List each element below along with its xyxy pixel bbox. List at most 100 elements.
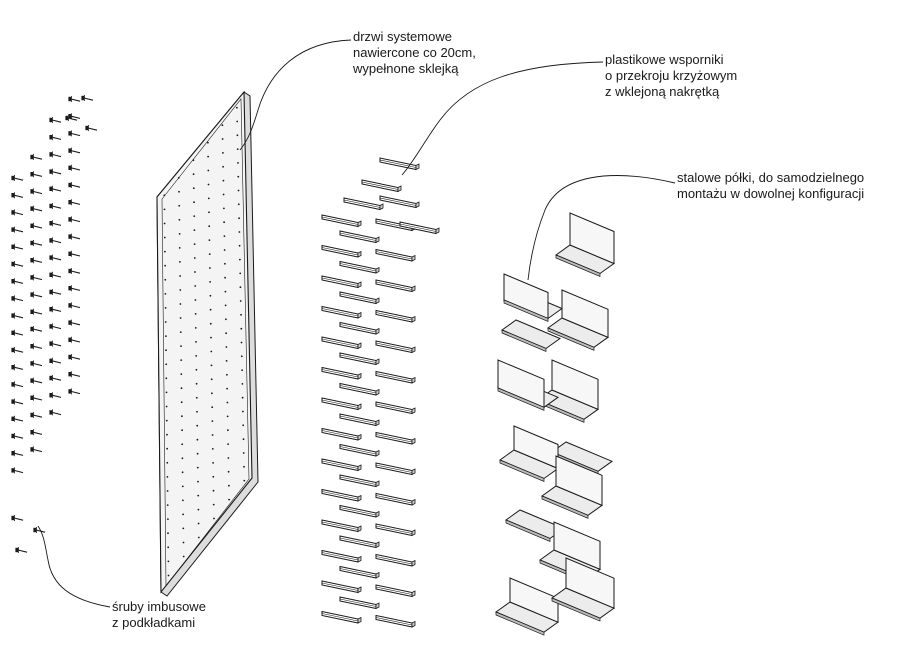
- door-hole: [194, 327, 197, 329]
- door-hole: [178, 247, 181, 249]
- shelf-icon: [498, 425, 560, 483]
- door-hole: [226, 373, 228, 376]
- label-doors: drzwi systemowe nawiercone co 20cm, wype…: [353, 29, 476, 77]
- door-hole: [207, 155, 210, 158]
- door-hole: [193, 201, 195, 204]
- shelf-icon: [496, 359, 560, 411]
- door-hole: [225, 360, 228, 362]
- door-hole: [164, 307, 167, 309]
- screw-icon: [30, 291, 43, 298]
- screw-icon: [30, 326, 43, 332]
- door-hole: [164, 264, 167, 267]
- screw-icon: [30, 205, 43, 212]
- label-doors-line-3: wypełnone sklejką: [353, 61, 459, 76]
- bracket-icon: [379, 195, 420, 209]
- door-hole: [177, 176, 180, 179]
- bracket-icon: [321, 427, 362, 441]
- bracket-icon: [339, 291, 380, 305]
- bracket-icon: [339, 565, 380, 579]
- door-hole: [182, 513, 185, 516]
- door-hole: [243, 479, 246, 482]
- bracket-icon: [321, 610, 362, 624]
- shelf-icon: [502, 273, 564, 323]
- door-hole: [197, 480, 199, 483]
- bracket-icon: [321, 275, 362, 289]
- label-screws-line-2: z podkładkami: [112, 615, 196, 630]
- door-hole: [228, 484, 230, 487]
- door-hole: [211, 448, 214, 450]
- screw-icon: [68, 147, 81, 154]
- door-hole: [166, 476, 169, 478]
- door-hole: [241, 396, 244, 399]
- bracket-icon: [321, 397, 362, 411]
- screw-icon: [68, 164, 81, 171]
- door-hole: [211, 434, 214, 436]
- door-hole: [239, 286, 242, 289]
- bracket-icon: [339, 352, 380, 366]
- bracket-icon: [321, 458, 362, 472]
- door-hole: [182, 527, 185, 530]
- door-hole: [243, 465, 245, 468]
- door-hole: [166, 504, 169, 506]
- door-hole: [237, 175, 240, 178]
- screw-icon: [85, 125, 98, 131]
- screw-icon: [30, 343, 43, 350]
- label-brackets-line-1: plastikowe wsporniki: [605, 52, 724, 67]
- door-hole: [211, 420, 214, 422]
- door-hole: [226, 401, 229, 404]
- bracket-icon: [321, 488, 362, 502]
- door-hole: [179, 289, 182, 291]
- door-hole: [180, 387, 183, 390]
- door-hole: [227, 457, 230, 459]
- door-hole: [180, 373, 183, 375]
- door-hole: [165, 377, 168, 380]
- door-hole: [209, 267, 211, 269]
- door-hole: [212, 489, 215, 492]
- screw-icon: [11, 209, 24, 216]
- screw-icon: [11, 381, 24, 388]
- door-hole: [193, 229, 196, 232]
- screw-icon: [68, 354, 81, 360]
- label-screws-line-1: śruby imbusowe: [112, 599, 206, 614]
- door-hole: [196, 452, 199, 455]
- screw-set: [11, 95, 98, 553]
- shelf-icon: [536, 359, 600, 423]
- door-hole: [165, 363, 168, 366]
- bracket-icon: [321, 244, 362, 258]
- bracket-icon: [375, 340, 416, 354]
- door-hole: [194, 271, 196, 273]
- door-hole: [240, 355, 243, 358]
- bracket-icon: [375, 523, 416, 537]
- door-hole: [196, 424, 199, 427]
- door-hole: [181, 443, 184, 446]
- shelf-icon: [540, 455, 604, 519]
- screw-icon: [49, 375, 62, 381]
- screw-icon: [49, 237, 62, 244]
- door-hole: [225, 332, 228, 335]
- door-hole: [179, 331, 182, 333]
- screw-icon: [68, 130, 81, 137]
- bracket-icon: [343, 197, 384, 211]
- door-hole: [211, 406, 214, 409]
- door-hole: [178, 204, 181, 207]
- door-hole: [196, 438, 199, 441]
- door-hole: [195, 355, 198, 357]
- screw-icon: [30, 240, 43, 246]
- screw-icon: [30, 377, 43, 384]
- door-hole: [209, 281, 212, 283]
- screw-icon: [68, 302, 81, 309]
- screw-icon: [49, 185, 62, 192]
- door-hole: [227, 470, 230, 473]
- screw-icon: [11, 192, 24, 199]
- door-hole: [240, 341, 243, 344]
- screw-icon: [11, 226, 24, 233]
- door-hole: [164, 321, 167, 323]
- door-hole: [180, 359, 183, 361]
- door-hole: [208, 211, 210, 214]
- screw-icon: [49, 340, 62, 347]
- door-hole: [167, 532, 169, 535]
- bracket-icon: [339, 474, 380, 488]
- screw-icon: [49, 117, 62, 123]
- door-hole: [197, 508, 200, 511]
- door-hole: [193, 243, 196, 246]
